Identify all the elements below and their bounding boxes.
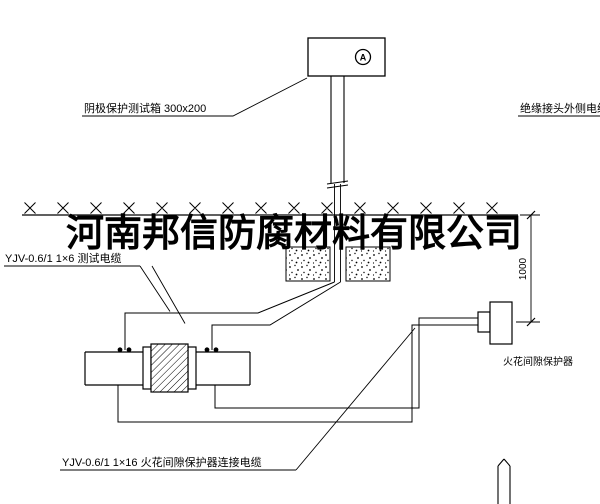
concrete-block-right bbox=[345, 246, 391, 282]
terminal-dot bbox=[204, 347, 210, 353]
concrete-blocks bbox=[285, 246, 391, 282]
ground-line-group bbox=[22, 202, 518, 216]
terminal-dot bbox=[126, 347, 132, 353]
dimension-tick-icon bbox=[526, 210, 536, 327]
protector-connector bbox=[477, 311, 491, 333]
terminal-dot bbox=[213, 347, 219, 353]
cable-terminals bbox=[117, 347, 219, 353]
spark-gap-cable-2 bbox=[214, 317, 478, 409]
test-cable-callout bbox=[4, 265, 186, 324]
test-box-outline bbox=[307, 37, 386, 77]
concrete-block-left bbox=[285, 246, 331, 282]
insulating-joint bbox=[150, 343, 189, 393]
ground-hatch-marks-icon bbox=[24, 202, 498, 214]
flange-right bbox=[187, 346, 197, 390]
outer-cable-label: 绝缘接头外侧电缆 bbox=[520, 101, 600, 115]
dimension-text: 1000 bbox=[518, 257, 529, 280]
spark-gap-protector bbox=[477, 301, 513, 345]
test-box-callout bbox=[82, 77, 308, 117]
ammeter-letter: A bbox=[360, 53, 367, 63]
test-box-label: 阴极保护测试箱 300x200 bbox=[84, 101, 206, 115]
pipeline bbox=[84, 343, 251, 393]
terminal-dot bbox=[117, 347, 123, 353]
dimension-1000 bbox=[516, 210, 540, 327]
conduit-inner bbox=[334, 184, 341, 282]
spark-gap-cable-callout bbox=[60, 327, 416, 471]
spark-gap-cable-label: YJV-0.6/1 1×16 火花间隙保护器连接电缆 bbox=[62, 455, 262, 469]
pipe-riser-icon bbox=[497, 458, 511, 504]
spark-gap-cable-leader bbox=[295, 327, 416, 471]
company-watermark: 河南邦信防腐材料有限公司 bbox=[66, 213, 522, 255]
test-box-callout-line bbox=[82, 77, 308, 117]
test-cable-label: YJV-0.6/1 1×6 测试电缆 bbox=[5, 252, 121, 265]
spark-gap-protector-label: 火花间隙保护器 bbox=[503, 355, 573, 368]
conduit-break-icon bbox=[326, 180, 349, 189]
conduit-riser bbox=[326, 76, 349, 282]
test-cable-2 bbox=[211, 281, 341, 350]
flange-left bbox=[142, 346, 152, 390]
test-cable-1 bbox=[124, 281, 335, 350]
test-cables bbox=[124, 281, 341, 350]
spark-gap-cable-1 bbox=[117, 324, 478, 423]
ammeter-icon bbox=[354, 48, 372, 66]
test-box bbox=[307, 37, 386, 77]
test-cable-leaders bbox=[139, 265, 186, 324]
conduit-casing bbox=[330, 76, 345, 183]
spark-gap-cables bbox=[117, 317, 478, 423]
protector-body bbox=[489, 301, 513, 345]
